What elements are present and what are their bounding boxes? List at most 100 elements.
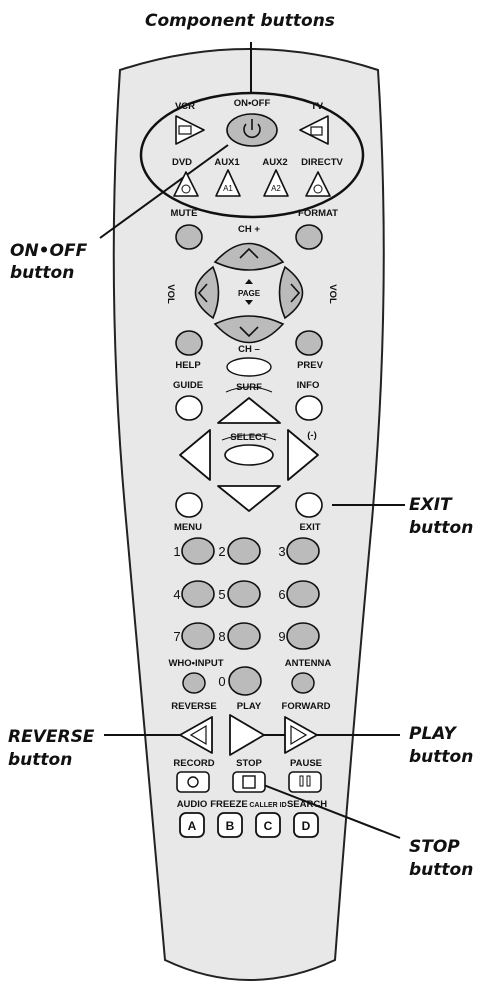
label-mute: MUTE (171, 208, 198, 219)
nav-left-button[interactable] (179, 429, 211, 481)
key-a-label: A (188, 819, 197, 833)
chevron-up-icon (239, 247, 259, 259)
label-on-off: ON•OFF (234, 98, 271, 109)
key-b-label: B (226, 819, 235, 833)
label-freeze: FREEZE (210, 799, 247, 810)
on-off-button[interactable] (226, 113, 278, 147)
stop-callout-line1: STOP (409, 837, 460, 857)
search-d-button[interactable]: D (293, 812, 319, 838)
reverse-callout-line1: REVERSE (8, 727, 95, 747)
ch-minus-button[interactable] (226, 357, 272, 377)
digit-0-label: 0 (218, 674, 225, 689)
key-c-label: C (264, 819, 273, 833)
label-help: HELP (175, 360, 201, 371)
satellite-icon (313, 184, 323, 194)
label-prev: PREV (297, 360, 324, 371)
label-format: FORMAT (298, 208, 338, 219)
page-up-arrow-icon (245, 279, 253, 284)
label-forward: FORWARD (282, 701, 331, 712)
ch-up-button[interactable] (213, 242, 285, 271)
label-select: SELECT (230, 432, 268, 443)
label-play: PLAY (237, 701, 262, 712)
label-antenna: ANTENNA (285, 658, 332, 669)
pause-icon (299, 775, 304, 787)
page-down-arrow-icon (245, 300, 253, 305)
prev-button[interactable] (295, 330, 323, 356)
info-button[interactable] (295, 395, 323, 421)
help-button[interactable] (175, 330, 203, 356)
digit-0-button[interactable]: 0 (218, 666, 262, 696)
ch-down-button[interactable] (213, 315, 285, 344)
label-exit: EXIT (299, 522, 320, 533)
digit-6-button[interactable]: 6 (278, 580, 320, 608)
mute-button[interactable] (175, 224, 203, 250)
tv-icon (310, 126, 323, 136)
label-caller-id: CALLER ID (249, 802, 286, 809)
aux1-icon: A1 (223, 184, 233, 193)
label-dash: (-) (307, 430, 317, 441)
digit-3-button[interactable]: 3 (278, 537, 320, 565)
menu-button[interactable] (175, 492, 203, 518)
nav-down-button[interactable] (217, 485, 281, 512)
exit-callout-line1: EXIT (409, 495, 452, 515)
digit-1-button[interactable]: 1 (173, 537, 215, 565)
digit-7-button[interactable]: 7 (173, 622, 215, 650)
antenna-button[interactable] (291, 672, 315, 694)
vol-down-button[interactable] (194, 265, 220, 320)
label-ch-minus: CH – (238, 344, 260, 355)
leader-on-off (99, 144, 229, 239)
nav-right-button[interactable] (287, 429, 319, 481)
audio-a-button[interactable]: A (179, 812, 205, 838)
freeze-b-button[interactable]: B (217, 812, 243, 838)
aux2-button[interactable]: A2 (263, 169, 289, 197)
reverse-callout-line2: button (8, 750, 73, 770)
digit-9-button[interactable]: 9 (278, 622, 320, 650)
record-button[interactable] (176, 771, 210, 793)
reverse-button[interactable] (179, 716, 213, 754)
select-button[interactable] (224, 444, 274, 466)
digit-1-label: 1 (173, 544, 180, 559)
vcr-button[interactable] (175, 115, 205, 145)
label-page: PAGE (238, 289, 261, 298)
directv-button[interactable] (305, 171, 331, 197)
play-callout-line1: PLAY (409, 724, 456, 744)
stop-callout-line2: button (409, 860, 474, 880)
exit-callout-line2: button (409, 518, 474, 538)
label-dvd: DVD (172, 157, 192, 168)
label-pause: PAUSE (290, 758, 322, 769)
format-button[interactable] (295, 224, 323, 250)
tv-button[interactable] (299, 115, 329, 145)
label-guide: GUIDE (173, 380, 203, 391)
label-vol-left: VOL (165, 284, 176, 304)
label-stop: STOP (236, 758, 262, 769)
digit-5-button[interactable]: 5 (218, 580, 261, 608)
pause-button[interactable] (288, 771, 322, 793)
exit-button[interactable] (295, 492, 323, 518)
digit-6-label: 6 (278, 587, 285, 602)
nav-up-button[interactable] (217, 397, 281, 424)
guide-button[interactable] (175, 395, 203, 421)
label-aux1: AUX1 (214, 157, 240, 168)
digit-2-button[interactable]: 2 (218, 537, 261, 565)
digit-8-label: 8 (218, 629, 225, 644)
play-callout-line2: button (409, 747, 474, 767)
component-buttons-callout: Component buttons (145, 11, 335, 31)
who-input-button[interactable] (182, 672, 206, 694)
chevron-left-icon (197, 283, 208, 303)
digit-8-button[interactable]: 8 (218, 622, 261, 650)
label-info: INFO (297, 380, 320, 391)
number-pad: 1 2 3 4 5 6 7 8 (173, 537, 320, 696)
label-ch-plus: CH + (238, 224, 260, 235)
caller-id-c-button[interactable]: C (255, 812, 281, 838)
aux1-button[interactable]: A1 (215, 169, 241, 197)
vol-up-button[interactable] (278, 265, 304, 320)
disc-icon (181, 184, 191, 194)
label-vcr: VCR (175, 101, 195, 112)
surf-arc (225, 386, 273, 393)
forward-button[interactable] (284, 716, 318, 754)
digit-4-button[interactable]: 4 (173, 580, 215, 608)
dvd-button[interactable] (173, 171, 199, 197)
play-button[interactable] (229, 714, 265, 756)
stop-button[interactable] (232, 771, 266, 793)
stop-icon (242, 775, 256, 789)
